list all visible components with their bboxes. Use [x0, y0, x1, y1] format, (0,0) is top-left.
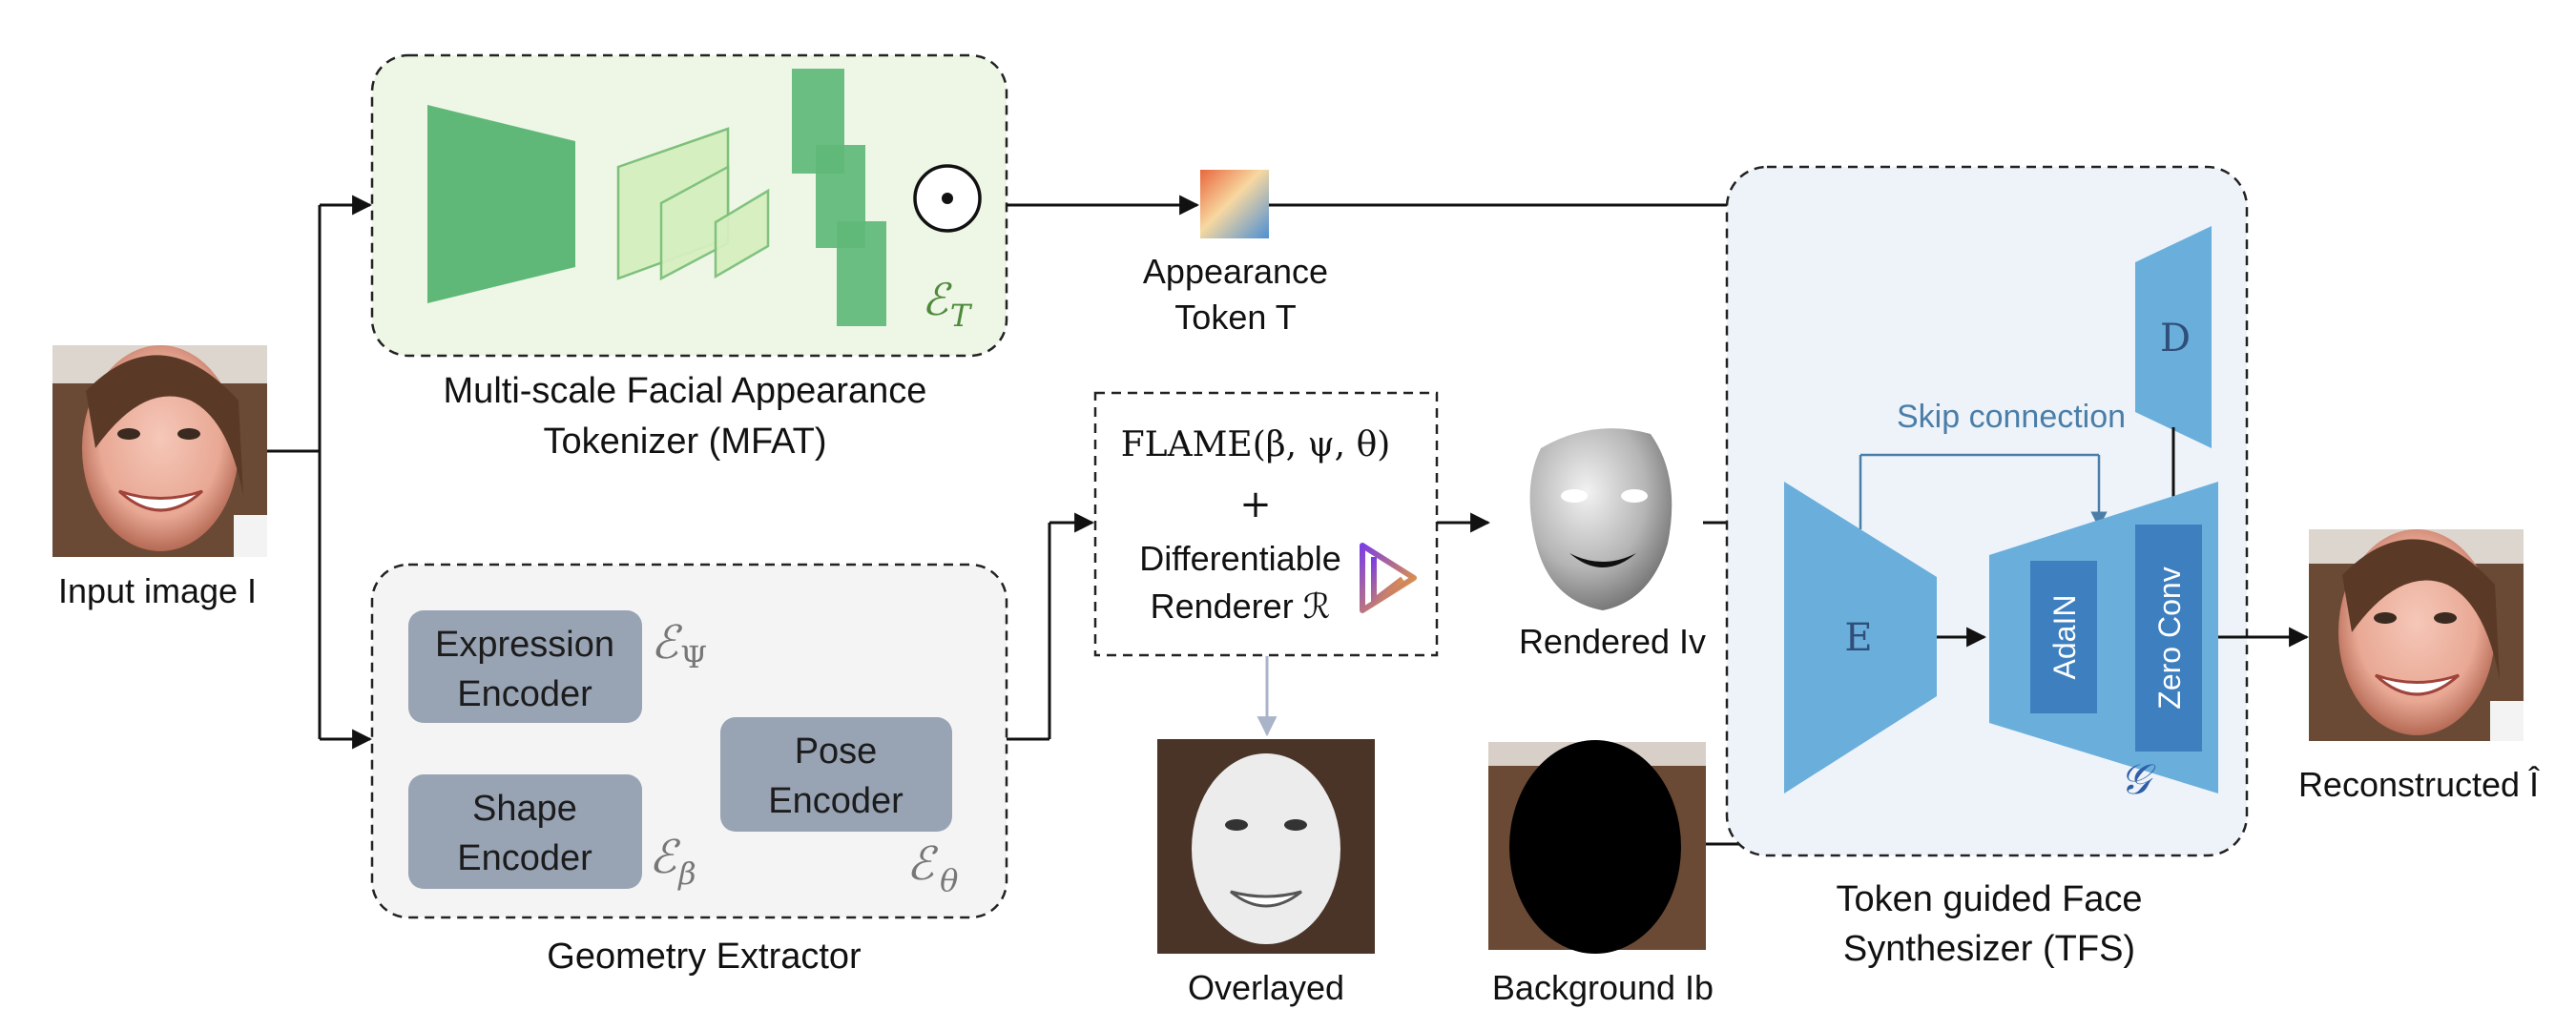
expression-encoder-line1: Expression	[435, 625, 614, 665]
shape-encoder-block: Shape Encoder	[408, 774, 642, 889]
skip-connection-label: Skip connection	[1897, 399, 2126, 435]
rendered-face-mask	[1529, 428, 1672, 610]
mfat-network-shapes	[427, 69, 886, 326]
d-block: D	[2135, 226, 2212, 448]
background-label: Background Ib	[1492, 968, 1714, 1007]
overlayed-image	[1157, 739, 1375, 954]
encoder-label: E	[1844, 616, 1872, 660]
shape-encoder-line1: Shape	[472, 789, 577, 829]
zero-conv-label: Zero Conv	[2152, 566, 2187, 709]
pose-encoder-line1: Pose	[795, 731, 878, 772]
pose-encoder-block: Pose Encoder	[720, 717, 952, 832]
reconstructed-label: Reconstructed Î	[2298, 765, 2540, 804]
mfat-title: Multi-scale Facial Appearance	[444, 371, 927, 411]
elementwise-product-icon	[913, 164, 982, 233]
pose-encoder-line2: Encoder	[768, 781, 904, 821]
background-image	[1488, 740, 1706, 954]
adain-block	[2030, 561, 2097, 713]
mfat-subtitle: Tokenizer (MFAT)	[543, 422, 826, 462]
geometry-extractor-title: Geometry Extractor	[547, 937, 862, 977]
tfs-title-line2: Synthesizer (TFS)	[1843, 929, 2135, 969]
input-image-label: Input image I	[58, 571, 257, 610]
geometry-to-flame-connector	[1007, 512, 1095, 741]
flame-formula: FLAME(β, ψ, θ)	[1121, 425, 1391, 464]
plus-sign: +	[1239, 483, 1272, 526]
appearance-token-label-line1: Appearance	[1143, 252, 1328, 291]
adain-label: AdaIN	[2047, 595, 2082, 680]
generator-block: AdaIN Zero Conv	[1989, 482, 2218, 793]
skip-connection-line	[1859, 453, 2108, 529]
appearance-token-label-line2: Token T	[1174, 298, 1296, 337]
overlayed-label: Overlayed	[1188, 968, 1344, 1007]
renderer-logo-icon	[1360, 543, 1417, 613]
shape-encoder-line2: Encoder	[457, 838, 592, 878]
input-split-connector	[267, 195, 373, 750]
rendered-label: Rendered Iv	[1519, 622, 1706, 661]
expression-encoder-block: Expression Encoder	[408, 610, 642, 723]
renderer-label-line2: Renderer ℛ	[1151, 587, 1331, 626]
input-image	[52, 345, 267, 557]
encoder-block: E	[1784, 482, 1937, 793]
tfs-title-line1: Token guided Face	[1836, 879, 2142, 919]
reconstructed-image	[2309, 529, 2524, 741]
renderer-label-line1: Differentiable	[1139, 539, 1340, 578]
zero-conv-block	[2135, 525, 2202, 752]
d-label: D	[2160, 317, 2191, 360]
appearance-token-icon	[1200, 170, 1269, 238]
expression-encoder-line2: Encoder	[457, 674, 592, 714]
